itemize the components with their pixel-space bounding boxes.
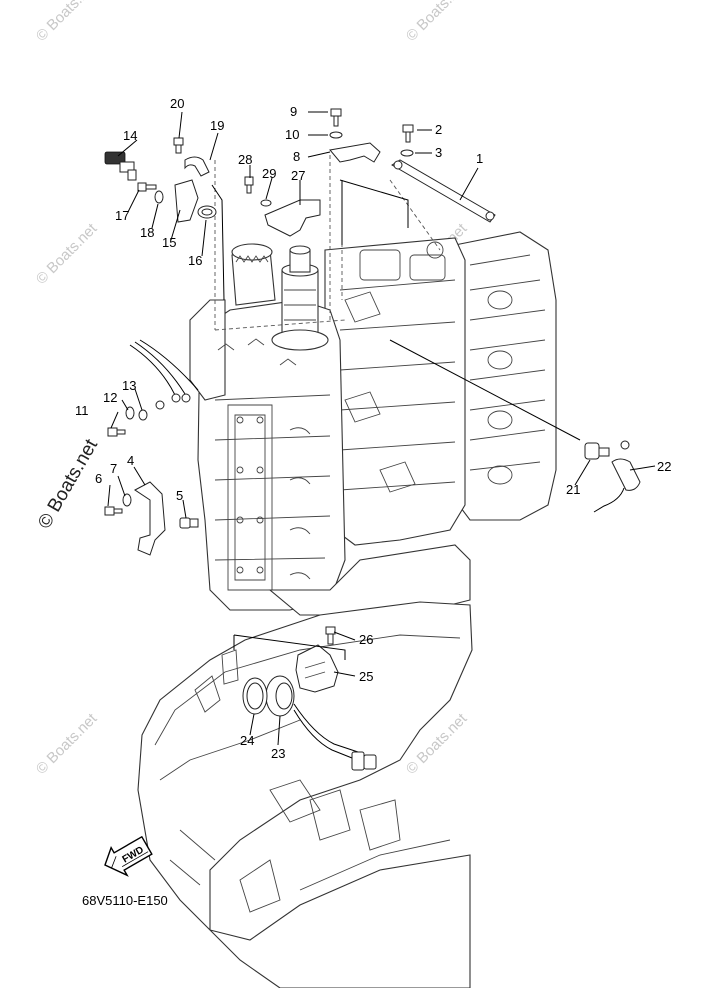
- callout-8: 8: [293, 149, 300, 164]
- parts: [104, 108, 641, 771]
- callout-25: 25: [359, 669, 373, 684]
- watermark-center-left: © Boats.net: [34, 435, 102, 532]
- part-2-bolt: [402, 124, 414, 143]
- callout-5: 5: [176, 488, 183, 503]
- callout-21: 21: [566, 482, 580, 497]
- callout-17: 17: [115, 208, 129, 223]
- part-19-clamp: [184, 156, 210, 177]
- callout-10: 10: [285, 127, 299, 142]
- callout-14: 14: [123, 128, 137, 143]
- callout-16: 16: [188, 253, 202, 268]
- part-22-wire: [593, 487, 625, 513]
- part-7-washer: [122, 493, 132, 507]
- callout-numbers: 1 2 3 4 5 6 7 8 9 10 11 12 13 14 15 16 1…: [75, 96, 671, 761]
- leader-lines: [107, 111, 656, 746]
- callout-28: 28: [238, 152, 252, 167]
- part-27-bracket: [264, 199, 321, 237]
- callout-9: 9: [290, 104, 297, 119]
- callout-1: 1: [476, 151, 483, 166]
- part-11-bolt: [107, 427, 126, 437]
- callout-6: 6: [95, 471, 102, 486]
- callout-3: 3: [435, 145, 442, 160]
- fwd-arrow: FWD: [104, 835, 153, 877]
- callout-24: 24: [240, 733, 254, 748]
- part-12-washer: [125, 406, 135, 420]
- callout-18: 18: [140, 225, 154, 240]
- part-6-bolt: [104, 506, 123, 516]
- callout-27: 27: [291, 168, 305, 183]
- part-18-washer: [154, 190, 164, 204]
- part-16-collar: [197, 205, 217, 219]
- part-1-bracket: [391, 159, 496, 223]
- callout-7: 7: [110, 461, 117, 476]
- part-29-washer: [260, 199, 272, 207]
- part-24-o-ring: [242, 677, 268, 715]
- part-26-bolt: [325, 626, 336, 645]
- watermark-low-left: © Boats.net: [33, 710, 101, 778]
- part-28-bolt: [244, 176, 254, 194]
- watermark-mid-left: © Boats.net: [33, 220, 101, 288]
- callout-2: 2: [435, 122, 442, 137]
- callout-26: 26: [359, 632, 373, 647]
- watermark-top-right: © Boats.net: [403, 0, 471, 45]
- part-8-bracket: [329, 142, 381, 163]
- part-21-sensor: [584, 442, 610, 460]
- callout-19: 19: [210, 118, 224, 133]
- part-14-sensor: [104, 151, 137, 181]
- part-5-grommet: [179, 517, 199, 529]
- callout-12: 12: [103, 390, 117, 405]
- engine-block: [189, 155, 557, 616]
- callout-22: 22: [657, 459, 671, 474]
- diagram-code: 68V5110-E150: [82, 893, 168, 908]
- callout-20: 20: [170, 96, 184, 111]
- part-13-washer: [138, 409, 148, 421]
- part-3-washer: [400, 149, 414, 157]
- part-4-bracket: [134, 481, 166, 556]
- callout-4: 4: [127, 453, 134, 468]
- part-22-cap: [611, 458, 641, 491]
- callout-29: 29: [262, 166, 276, 181]
- part-25-bracket: [295, 644, 339, 693]
- part-10-washer: [329, 131, 343, 139]
- part-23-sensor: [265, 675, 377, 771]
- watermark-top-left: © Boats.net: [33, 0, 101, 45]
- callout-15: 15: [162, 235, 176, 250]
- part-9-bolt: [330, 108, 342, 127]
- part-20-bolt: [173, 137, 184, 154]
- callout-11: 11: [75, 403, 89, 418]
- callout-13: 13: [122, 378, 136, 393]
- callout-23: 23: [271, 746, 285, 761]
- part-17-bolt: [137, 182, 157, 192]
- part-15-plate: [174, 179, 199, 223]
- ground-wires: [129, 339, 199, 396]
- lower-cowling: [137, 601, 473, 988]
